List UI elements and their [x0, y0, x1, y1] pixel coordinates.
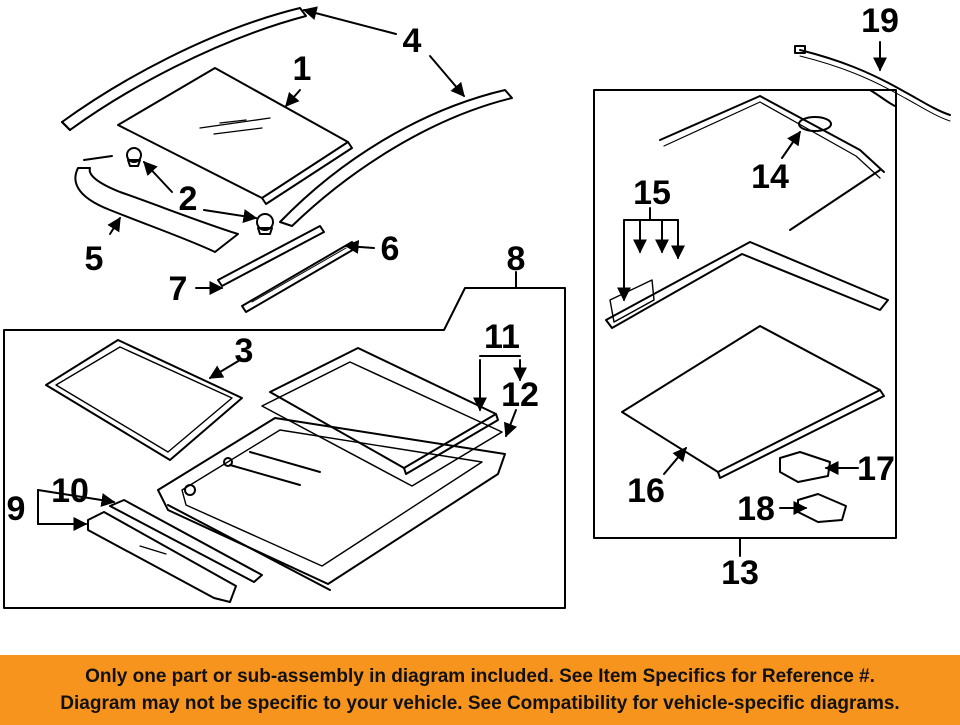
callout-7: 7 — [169, 270, 188, 308]
part-5-deflector — [74, 155, 239, 253]
part-4-roof-molding — [61, 7, 513, 227]
part-19-wiring-harness — [794, 45, 951, 122]
disclaimer-line-2: Diagram may not be specific to your vehi… — [60, 693, 900, 714]
assembly-13-frame — [593, 89, 897, 539]
part-14-drain-hose — [659, 95, 885, 231]
callout-8: 8 — [507, 240, 526, 278]
leader-12b — [503, 409, 518, 438]
callout-11: 11 — [484, 318, 520, 356]
callout-1: 1 — [293, 50, 312, 88]
callout-9: 9 — [7, 490, 26, 528]
roof-frame — [157, 417, 506, 591]
callout-14: 14 — [751, 158, 789, 196]
leader-4b — [429, 55, 465, 98]
part-16-sunshade-panel — [621, 325, 885, 479]
leader-6 — [344, 239, 375, 254]
part-12-glass-gasket — [261, 361, 503, 487]
callout-3: 3 — [235, 332, 254, 370]
callout-18: 18 — [737, 490, 775, 528]
callout-5: 5 — [85, 240, 104, 278]
part-17-motor — [779, 451, 831, 483]
disclaimer-line-1: Only one part or sub-assembly in diagram… — [85, 666, 875, 687]
leader-2a — [143, 160, 173, 193]
sunroof-parts-diagram: 1 2 3 4 5 6 7 8 9 10 11 12 13 14 15 16 1… — [3, 2, 951, 609]
part-9-sunshade — [87, 511, 237, 603]
leader-1 — [285, 89, 301, 108]
callout-17: 17 — [857, 450, 895, 488]
part-1-glass-panel — [117, 67, 353, 205]
part-2-clip-left — [126, 147, 142, 167]
callout-16: 16 — [627, 472, 665, 510]
leader-14 — [781, 130, 801, 159]
part-10-trim-strip — [109, 499, 263, 583]
leader-4a — [302, 6, 397, 35]
leader-9a — [37, 489, 116, 507]
callout-6: 6 — [381, 230, 400, 268]
leader-16 — [663, 446, 687, 475]
part-3-weatherstrip — [45, 339, 243, 461]
leader-3 — [208, 359, 241, 379]
callout-2: 2 — [179, 180, 198, 218]
part-6-seal-strip — [241, 241, 357, 313]
leader-2b — [203, 209, 258, 224]
leader-5 — [107, 216, 121, 235]
part-2-clip-right — [256, 213, 274, 235]
callout-15: 15 — [633, 174, 671, 212]
bracket-15 — [623, 207, 679, 221]
callout-19: 19 — [861, 2, 899, 40]
part-15-rails — [605, 241, 889, 329]
disclaimer-banner: Only one part or sub-assembly in diagram… — [0, 655, 960, 725]
callout-12: 12 — [501, 376, 539, 414]
callout-4: 4 — [403, 22, 422, 60]
assembly-8-frame — [3, 287, 566, 609]
callout-10: 10 — [51, 472, 89, 510]
callout-13: 13 — [721, 554, 759, 592]
